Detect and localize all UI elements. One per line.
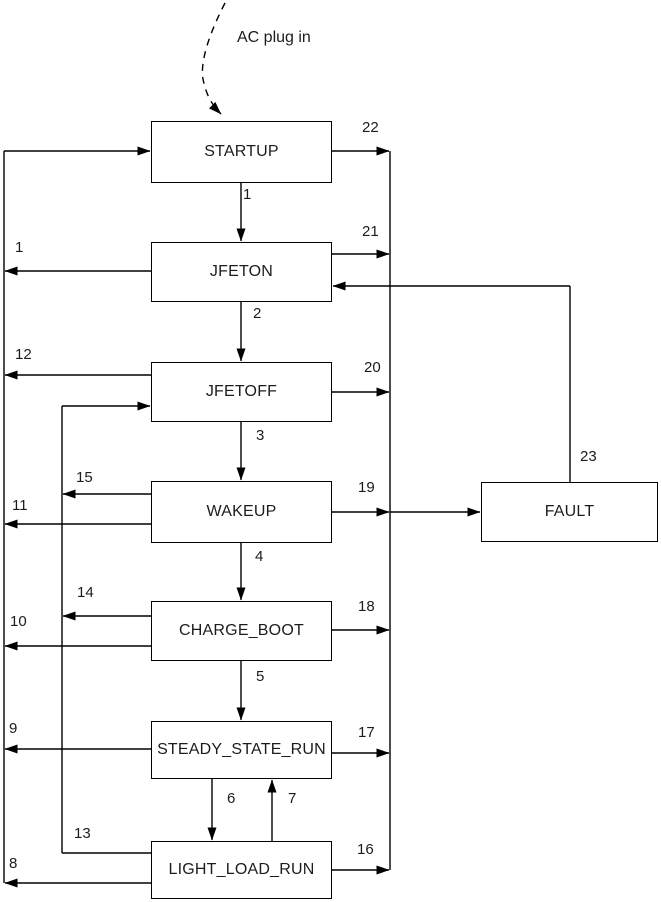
fault-bus xyxy=(332,146,481,875)
ac-plug-in-arrow xyxy=(201,2,226,115)
transition-label-3: 3 xyxy=(256,427,265,444)
state-box-charge-boot: CHARGE_BOOT xyxy=(151,601,332,661)
state-box-fault: FAULT xyxy=(481,482,658,542)
transition-label-18: 18 xyxy=(358,598,375,615)
ac-plug-in-label: AC plug in xyxy=(237,29,311,46)
state-label-charge-boot: CHARGE_BOOT xyxy=(179,622,304,639)
state-label-wakeup: WAKEUP xyxy=(206,503,277,520)
state-label-startup: STARTUP xyxy=(204,143,279,160)
state-label-fault: FAULT xyxy=(544,503,595,520)
transition-label-14: 14 xyxy=(77,584,94,601)
left-return-bus xyxy=(3,146,151,888)
transition-label-19: 19 xyxy=(358,479,375,496)
main-sequence-arrows xyxy=(207,183,277,841)
transition-label-16: 16 xyxy=(357,841,374,858)
transition-label-10: 10 xyxy=(10,613,27,630)
state-label-steady-state-run: STEADY_STATE_RUN xyxy=(157,741,326,758)
state-box-jfetoff: JFETOFF xyxy=(151,362,332,422)
transition-label-11: 11 xyxy=(12,497,28,514)
transition-label-2: 2 xyxy=(253,305,262,322)
transition-label-8: 8 xyxy=(9,855,18,872)
transition-label-17: 17 xyxy=(358,724,375,741)
transition-label-22: 22 xyxy=(362,119,379,136)
transition-label-20: 20 xyxy=(364,359,381,376)
state-box-jfeton: JFETON xyxy=(151,242,332,302)
transition-label-12: 12 xyxy=(15,346,32,363)
transition-label-1-chain: 1 xyxy=(243,186,252,203)
state-box-startup: STARTUP xyxy=(151,121,332,183)
state-box-steady-state-run: STEADY_STATE_RUN xyxy=(151,721,332,779)
transition-label-4: 4 xyxy=(255,548,264,565)
transition-label-15: 15 xyxy=(76,469,93,486)
state-box-wakeup: WAKEUP xyxy=(151,481,332,543)
transition-label-1-return: 1 xyxy=(15,239,24,256)
state-label-jfeton: JFETON xyxy=(209,263,274,280)
transition-label-7: 7 xyxy=(288,790,297,807)
transition-label-5: 5 xyxy=(256,668,265,685)
transition-label-6: 6 xyxy=(227,790,236,807)
state-box-light-load-run: LIGHT_LOAD_RUN xyxy=(151,841,332,899)
transition-label-13: 13 xyxy=(74,825,91,842)
fault-to-jfeton-line xyxy=(332,281,571,482)
jfetoff-return-bus xyxy=(61,401,151,854)
transition-label-21: 21 xyxy=(362,223,379,240)
state-label-jfetoff: JFETOFF xyxy=(205,383,278,400)
state-label-light-load-run: LIGHT_LOAD_RUN xyxy=(168,861,315,878)
transition-label-9: 9 xyxy=(9,720,18,737)
transition-label-23: 23 xyxy=(580,448,597,465)
